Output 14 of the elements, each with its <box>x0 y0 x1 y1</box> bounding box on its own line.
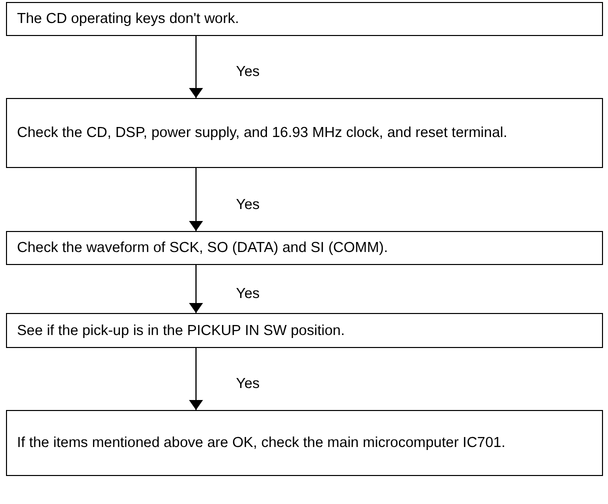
arrow <box>189 265 203 313</box>
step-text: See if the pick-up is in the PICKUP IN SW position. <box>17 322 345 340</box>
step-text: Check the CD, DSP, power supply, and 16.93 MHz clock, and reset terminal. <box>17 124 508 143</box>
arrow <box>189 36 203 98</box>
step-text: If the items mentioned above are OK, check the main microcomputer IC701. <box>17 434 506 453</box>
process-box <box>6 98 603 168</box>
process-box <box>6 410 603 476</box>
process-box <box>6 2 603 36</box>
step-text: The CD operating keys don't work. <box>17 10 239 29</box>
arrow <box>189 168 203 231</box>
process-box <box>6 231 603 265</box>
process-box <box>6 313 603 348</box>
step-text: Check the waveform of SCK, SO (DATA) and SI (COMM). <box>17 239 388 258</box>
arrow <box>189 348 203 410</box>
